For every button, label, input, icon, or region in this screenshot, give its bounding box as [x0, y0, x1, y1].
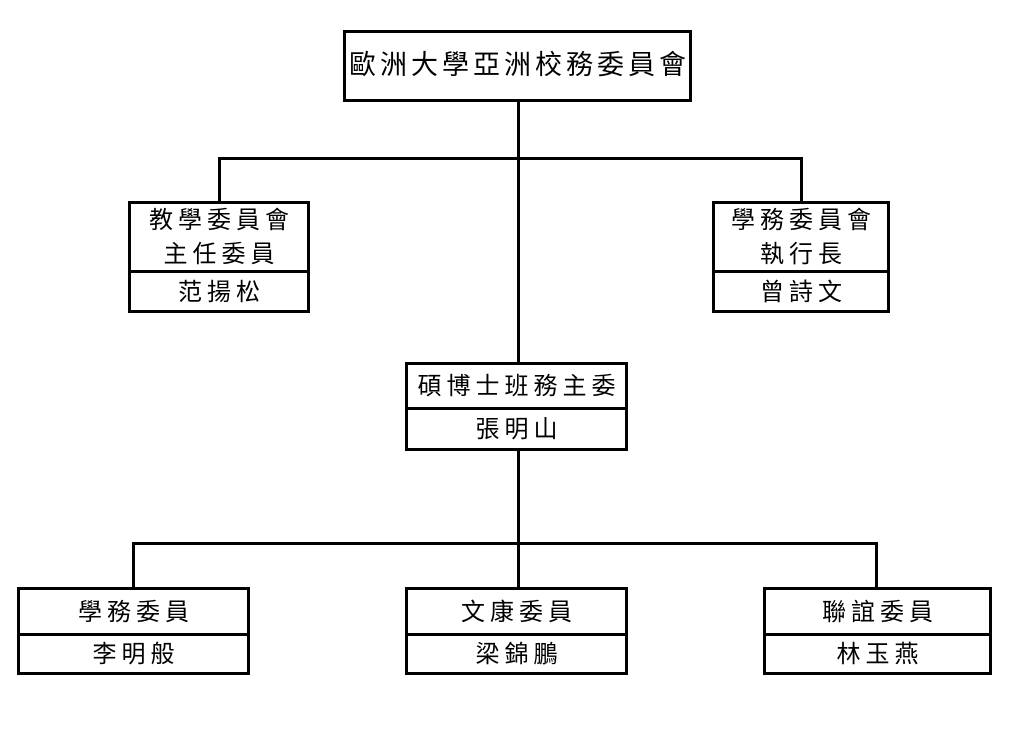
node-student-affairs-member: 學務委員 李明般 [17, 587, 250, 675]
connector-drop-level4-left [132, 542, 135, 590]
node-root-title: 歐洲大學亞洲校務委員會 [349, 50, 690, 81]
node-grad-class-chair: 碩博士班務主委 張明山 [405, 362, 628, 451]
node-student-affairs-member-title: 學務委員 [78, 597, 194, 626]
node-title-line1: 教學委員會 [149, 206, 294, 234]
connector-level3-to-level4 [517, 449, 520, 590]
node-teaching-committee-title: 教學委員會 主任委員 [131, 204, 307, 270]
connector-drop-level2-left [218, 157, 221, 204]
node-student-affairs-committee-person: 曾詩文 [715, 270, 887, 310]
node-recreation-member-person: 梁錦鵬 [408, 633, 625, 672]
connector-level2-horizontal [218, 157, 803, 160]
node-teaching-committee: 教學委員會 主任委員 范揚松 [128, 201, 310, 313]
node-fellowship-member-title: 聯誼委員 [822, 597, 938, 626]
node-title-line2: 執行長 [760, 240, 847, 268]
node-recreation-member: 文康委員 梁錦鵬 [405, 587, 628, 675]
node-student-affairs-member-person: 李明般 [20, 633, 247, 672]
connector-level4-horizontal [132, 542, 878, 545]
node-grad-class-chair-person: 張明山 [408, 407, 625, 448]
node-recreation-member-title: 文康委員 [461, 597, 577, 626]
connector-drop-level4-right [875, 542, 878, 590]
node-grad-class-chair-title: 碩博士班務主委 [417, 372, 621, 400]
node-fellowship-member: 聯誼委員 林玉燕 [763, 587, 992, 675]
node-title-line2: 主任委員 [163, 240, 280, 268]
node-fellowship-member-person: 林玉燕 [766, 633, 989, 672]
node-root: 歐洲大學亞洲校務委員會 [343, 30, 692, 102]
node-student-affairs-committee: 學務委員會 執行長 曾詩文 [712, 201, 890, 313]
node-teaching-committee-person: 范揚松 [131, 270, 307, 310]
node-student-affairs-committee-title: 學務委員會 執行長 [715, 204, 887, 270]
node-title-line1: 學務委員會 [731, 206, 876, 234]
connector-root-to-level3 [517, 100, 520, 364]
connector-drop-level2-right [800, 157, 803, 204]
